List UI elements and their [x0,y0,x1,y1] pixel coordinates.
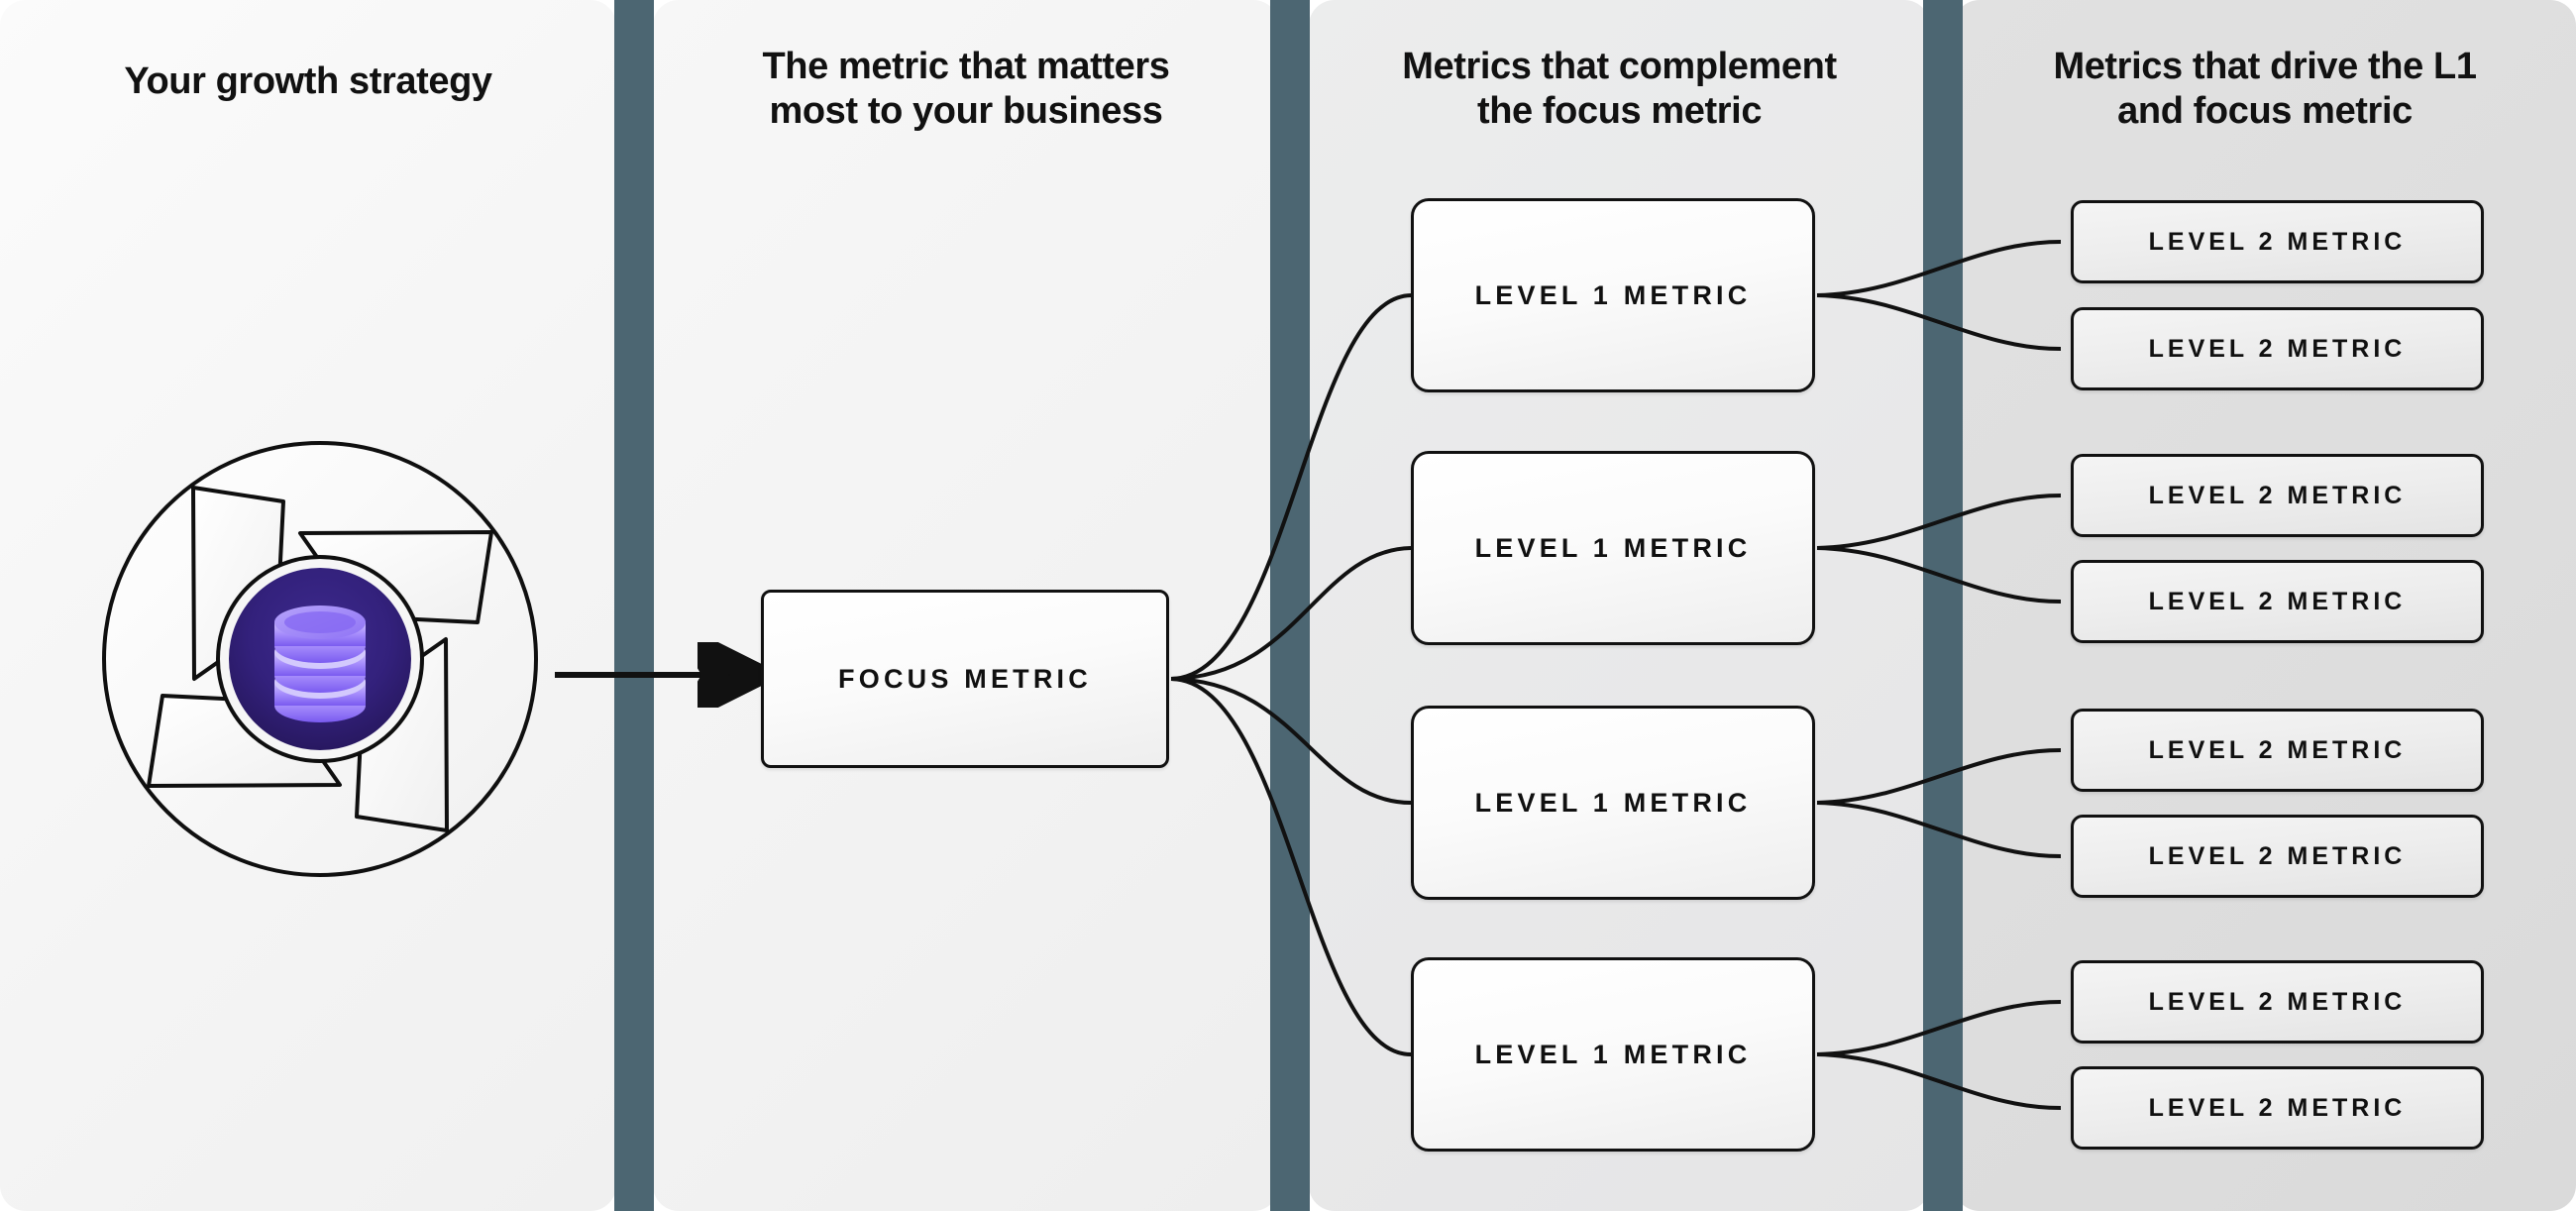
level-2-metric-node-3[interactable]: LEVEL 2 METRIC [2071,454,2484,537]
level-1-metric-node-4[interactable]: LEVEL 1 METRIC [1411,957,1815,1152]
level-2-metric-label: LEVEL 2 METRIC [2148,735,2407,764]
column-title-level-2-metrics: Metrics that drive the L1 and focus metr… [2053,46,2477,132]
column-title-level-1-metrics: Metrics that complement the focus metric [1402,46,1837,132]
level-2-metric-node-1[interactable]: LEVEL 2 METRIC [2071,200,2484,283]
focus-metric-label: FOCUS METRIC [838,663,1092,694]
level-2-metric-node-2[interactable]: LEVEL 2 METRIC [2071,307,2484,390]
level-2-metric-label: LEVEL 2 METRIC [2148,481,2407,509]
level-2-metric-node-5[interactable]: LEVEL 2 METRIC [2071,709,2484,792]
level-2-metric-label: LEVEL 2 METRIC [2148,334,2407,363]
level-1-metric-label: LEVEL 1 METRIC [1474,787,1752,818]
level-2-metric-label: LEVEL 2 METRIC [2148,841,2407,870]
level-2-metric-node-8[interactable]: LEVEL 2 METRIC [2071,1066,2484,1150]
column-title-focus-metric: The metric that matters most to your bus… [762,46,1170,132]
level-1-metric-label: LEVEL 1 METRIC [1474,279,1752,310]
column-divider-3 [1923,0,1963,1211]
level-2-metric-label: LEVEL 2 METRIC [2148,587,2407,615]
level-1-metric-label: LEVEL 1 METRIC [1474,532,1752,563]
column-title-growth-strategy: Your growth strategy [124,60,492,102]
level-2-metric-label: LEVEL 2 METRIC [2148,227,2407,256]
level-2-metric-label: LEVEL 2 METRIC [2148,987,2407,1016]
column-divider-1 [614,0,654,1211]
level-1-metric-node-3[interactable]: LEVEL 1 METRIC [1411,706,1815,900]
level-2-metric-node-7[interactable]: LEVEL 2 METRIC [2071,960,2484,1044]
level-2-metric-node-6[interactable]: LEVEL 2 METRIC [2071,815,2484,898]
level-1-metric-node-1[interactable]: LEVEL 1 METRIC [1411,198,1815,392]
focus-metric-node[interactable]: FOCUS METRIC [761,590,1169,768]
database-icon [274,606,366,722]
level-1-metric-node-2[interactable]: LEVEL 1 METRIC [1411,451,1815,645]
column-divider-2 [1270,0,1310,1211]
level-1-metric-label: LEVEL 1 METRIC [1474,1039,1752,1069]
level-2-metric-label: LEVEL 2 METRIC [2148,1093,2407,1122]
level-2-metric-node-4[interactable]: LEVEL 2 METRIC [2071,560,2484,643]
growth-strategy-aperture-graphic [87,426,553,892]
